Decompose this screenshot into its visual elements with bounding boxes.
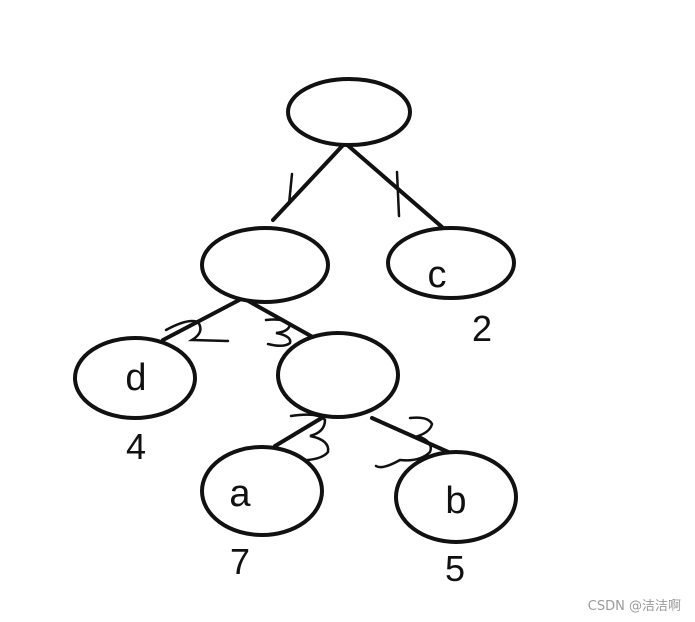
edge-left-d <box>161 296 245 342</box>
node-a <box>200 445 324 537</box>
edge-code-mark-left-mid <box>264 318 292 347</box>
node-d <box>73 336 197 420</box>
leaf-weights: 2 4 7 5 <box>126 308 492 589</box>
tree-nodes <box>73 77 518 544</box>
edge-code-mark-mid-b <box>374 416 434 469</box>
edge-code-mark-root-left <box>287 172 294 206</box>
node-left <box>200 226 330 304</box>
node-labels: c d a b <box>125 254 466 522</box>
node-label-c: c <box>428 254 447 296</box>
csdn-watermark: CSDN @洁洁啊 <box>587 599 681 614</box>
weight-b: 5 <box>445 548 465 589</box>
edge-code-mark-left-d <box>164 319 230 343</box>
node-label-a: a <box>229 473 251 515</box>
weight-c: 2 <box>472 308 492 349</box>
edge-mid-a <box>273 414 327 448</box>
node-label-d: d <box>125 357 146 399</box>
node-label-b: b <box>445 480 466 522</box>
edge-mid-b <box>370 416 457 457</box>
weight-d: 4 <box>126 426 146 467</box>
edge-code-mark-root-c <box>395 170 401 218</box>
node-root <box>286 77 412 147</box>
node-c <box>386 226 516 300</box>
edge-root-left <box>271 141 347 222</box>
node-mid <box>276 331 400 419</box>
tree-edges <box>161 141 457 457</box>
edge-root-c <box>343 141 444 229</box>
node-b <box>394 450 518 544</box>
weight-a: 7 <box>230 541 250 582</box>
